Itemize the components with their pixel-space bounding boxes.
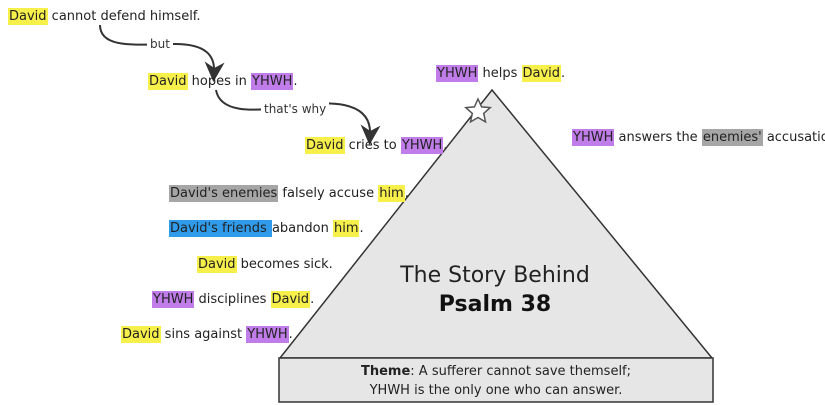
statement-becomes-sick: David becomes sick. (197, 256, 333, 274)
highlight-purple: YHWH (251, 73, 294, 90)
theme-line-1-text: : A sufferer cannot save themself; (410, 364, 632, 379)
theme-line-1: Theme: A sufferer cannot save themself; (279, 362, 713, 381)
statement-sins-against: David sins against YHWH. (121, 326, 293, 344)
statement-friends-abandon: David's friends abandon him. (169, 220, 364, 238)
highlight-purple: YHWH (152, 291, 195, 308)
title-line-1: The Story Behind (400, 263, 590, 288)
statement-text: abandon (271, 221, 333, 236)
statement-cries-to-yhwh: David cries to YHWH. (305, 137, 447, 155)
statement-text: hopes in (187, 74, 252, 89)
highlight-yellow: David (305, 137, 345, 154)
statement-text: becomes sick. (236, 257, 333, 272)
highlight-gray: enemies' (701, 129, 763, 146)
connector-label-thats-why: that's why (261, 102, 330, 116)
connector-label-but: but (147, 37, 173, 51)
highlight-gray: David's enemies (169, 185, 279, 202)
statement-text: . (404, 186, 409, 201)
highlight-yellow: David (270, 291, 311, 308)
statement-yhwh-answers: YHWH answers the enemies' accusations. (572, 129, 825, 147)
title-line-2: Psalm 38 (438, 292, 552, 317)
statement-cannot-defend: David cannot defend himself. (8, 8, 201, 26)
highlight-purple: YHWH (400, 137, 444, 154)
statement-text: falsely accuse (278, 186, 379, 201)
theme-label: Theme (360, 364, 411, 379)
statement-hopes-in-yhwh: David hopes in YHWH. (148, 73, 298, 91)
theme-line-2: YHWH is the only one who can answer. (369, 383, 623, 398)
statement-text: cries to (344, 138, 401, 153)
statement-text: . (561, 66, 566, 81)
highlight-purple: YHWH (436, 65, 479, 82)
star-icon (463, 97, 493, 124)
statement-yhwh-helps: YHWH helps David. (436, 65, 565, 83)
highlight-yellow: David (197, 256, 237, 273)
highlight-purple: YHWH (572, 129, 615, 146)
statement-text: disciplines (194, 292, 271, 307)
highlight-purple: YHWH (246, 326, 289, 343)
highlight-yellow: David (521, 65, 562, 82)
statement-text: . (310, 292, 315, 307)
statement-enemies-accuse: David's enemies falsely accuse him. (169, 185, 409, 203)
theme-text: Theme: A sufferer cannot save themself; … (279, 358, 713, 402)
statement-text: accusations. (766, 130, 825, 145)
highlight-yellow: David (121, 326, 161, 343)
statement-text: sins against (160, 327, 247, 342)
statement-text: . (293, 74, 298, 89)
statement-text: . (359, 221, 364, 236)
highlight-yellow: David (148, 73, 188, 90)
statement-text: helps (478, 66, 522, 81)
theme-box-rect (278, 357, 714, 403)
diagram-title: The Story Behind Psalm 38 (380, 262, 610, 320)
highlight-yellow: him (378, 185, 405, 202)
statement-text: answers the (614, 130, 702, 145)
highlight-blue: David's friends (169, 220, 272, 237)
statement-text: . (288, 327, 293, 342)
highlight-yellow: David (8, 8, 48, 25)
statement-yhwh-disciplines: YHWH disciplines David. (152, 291, 314, 309)
statement-text: . (443, 138, 448, 153)
statement-text: cannot defend himself. (47, 9, 201, 24)
highlight-yellow: him (332, 220, 360, 237)
